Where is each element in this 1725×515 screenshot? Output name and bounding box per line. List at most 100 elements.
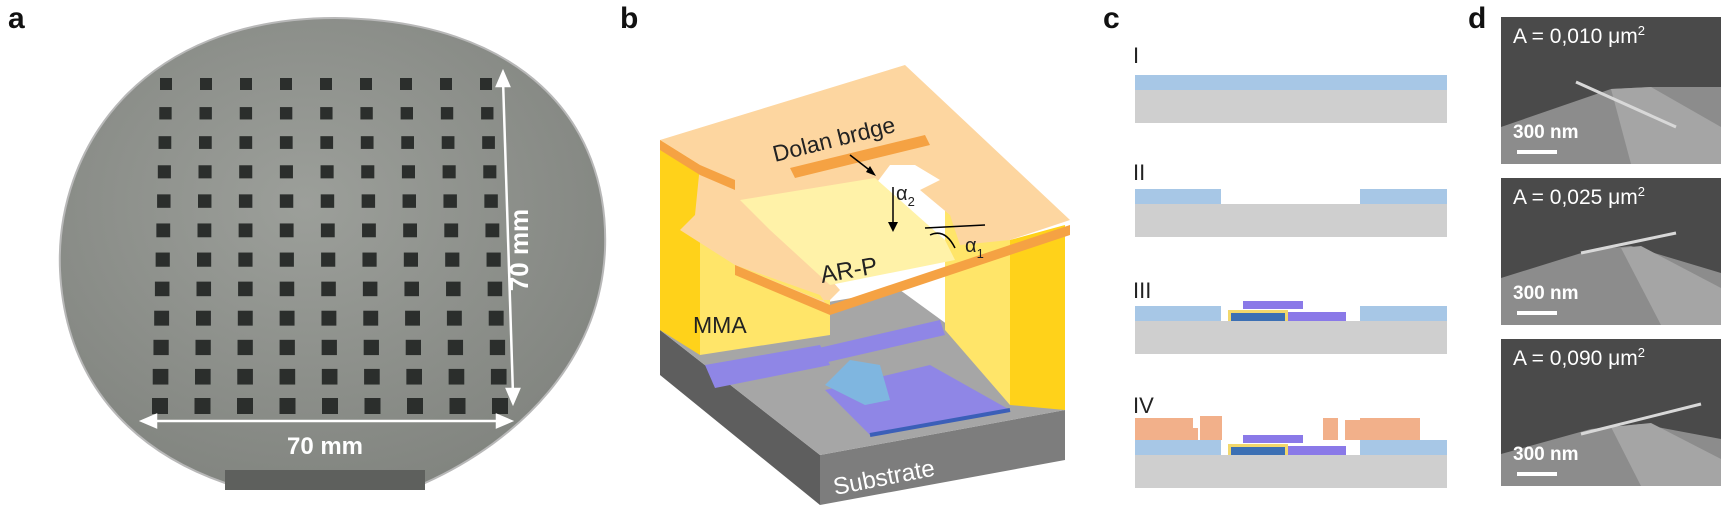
die [238, 252, 253, 267]
die [279, 398, 296, 414]
sem-2-scale-label: 300 nm [1513, 283, 1579, 304]
panel-label-d: d [1468, 2, 1487, 35]
die [321, 368, 338, 385]
die [239, 165, 253, 179]
die [362, 223, 376, 238]
die [320, 223, 335, 238]
alpha1-label: α1 [965, 235, 984, 261]
die [321, 310, 337, 326]
die [445, 252, 460, 267]
die [407, 398, 423, 414]
die [322, 398, 338, 414]
film-bottom-blue [825, 360, 890, 405]
sem-1-scale-label: 300 nm [1513, 122, 1579, 143]
die [486, 252, 501, 267]
die [237, 368, 253, 385]
die [481, 107, 494, 120]
die [440, 78, 452, 90]
die [155, 252, 170, 267]
die [197, 252, 212, 267]
die [480, 78, 492, 90]
die [363, 310, 379, 326]
sem-3-area-label: A = 0,090 μm2 [1513, 345, 1645, 370]
die [196, 281, 212, 297]
die [238, 223, 253, 238]
step-4-stack [1135, 416, 1447, 488]
film-lead-left [705, 345, 830, 388]
die [405, 310, 420, 326]
die [156, 223, 171, 238]
die [152, 368, 169, 385]
die [320, 194, 335, 208]
die [157, 165, 171, 179]
die [444, 223, 459, 238]
die [362, 281, 378, 297]
die [196, 310, 211, 326]
die [195, 368, 211, 385]
die [321, 252, 336, 267]
panel-label-a: a [8, 2, 25, 35]
die [485, 223, 500, 238]
film-lead-right [810, 320, 945, 365]
die [240, 78, 252, 90]
die [405, 339, 421, 356]
sem-image-1: A = 0,010 μm2 300 nm [1501, 17, 1721, 164]
die [279, 339, 295, 356]
die [237, 339, 253, 356]
panel-label-b: b [620, 2, 639, 35]
die [403, 252, 418, 267]
sem-image-2: A = 0,025 μm2 300 nm [1501, 178, 1721, 325]
die [237, 310, 253, 326]
mma-label: MMA [693, 312, 747, 338]
sem-1-area-label: A = 0,010 μm2 [1513, 23, 1645, 48]
step-1-stack [1135, 75, 1447, 123]
die [154, 310, 170, 326]
arp-window [740, 178, 955, 285]
die [321, 339, 337, 356]
dimension-vertical-label: 70 mm [504, 209, 534, 291]
die [199, 107, 212, 120]
die [448, 368, 465, 385]
die [364, 368, 380, 385]
die [483, 165, 497, 179]
die [446, 310, 462, 326]
die [489, 339, 506, 356]
die [442, 165, 456, 179]
die [406, 368, 422, 385]
die [238, 281, 253, 297]
die [449, 398, 466, 414]
die [492, 398, 508, 414]
die [364, 398, 381, 414]
die [320, 165, 334, 179]
die [158, 136, 172, 149]
alpha1-arc [929, 232, 956, 249]
die [154, 281, 170, 297]
sem-image-3: A = 0,090 μm2 300 nm [1501, 339, 1721, 486]
die [441, 136, 455, 149]
die [279, 165, 293, 179]
die [279, 368, 296, 385]
sem-2-area-label: A = 0,025 μm2 [1513, 184, 1645, 209]
die [443, 194, 457, 208]
die [488, 310, 504, 326]
wafer-flat [225, 470, 425, 490]
die [321, 281, 336, 297]
die [157, 194, 171, 208]
alpha1-line [924, 224, 986, 229]
die [239, 107, 253, 120]
die [362, 252, 377, 267]
die [195, 339, 211, 356]
sem-3-scale-bar [1517, 472, 1557, 476]
mma-left-wall [660, 140, 700, 355]
die [237, 398, 253, 414]
die [239, 136, 253, 149]
die [279, 310, 295, 326]
die [280, 78, 292, 90]
step-label-4: IV [1133, 393, 1154, 418]
die [198, 165, 212, 179]
substrate-front-face [820, 410, 1065, 505]
wafer-disc [58, 16, 607, 484]
die [320, 78, 332, 90]
